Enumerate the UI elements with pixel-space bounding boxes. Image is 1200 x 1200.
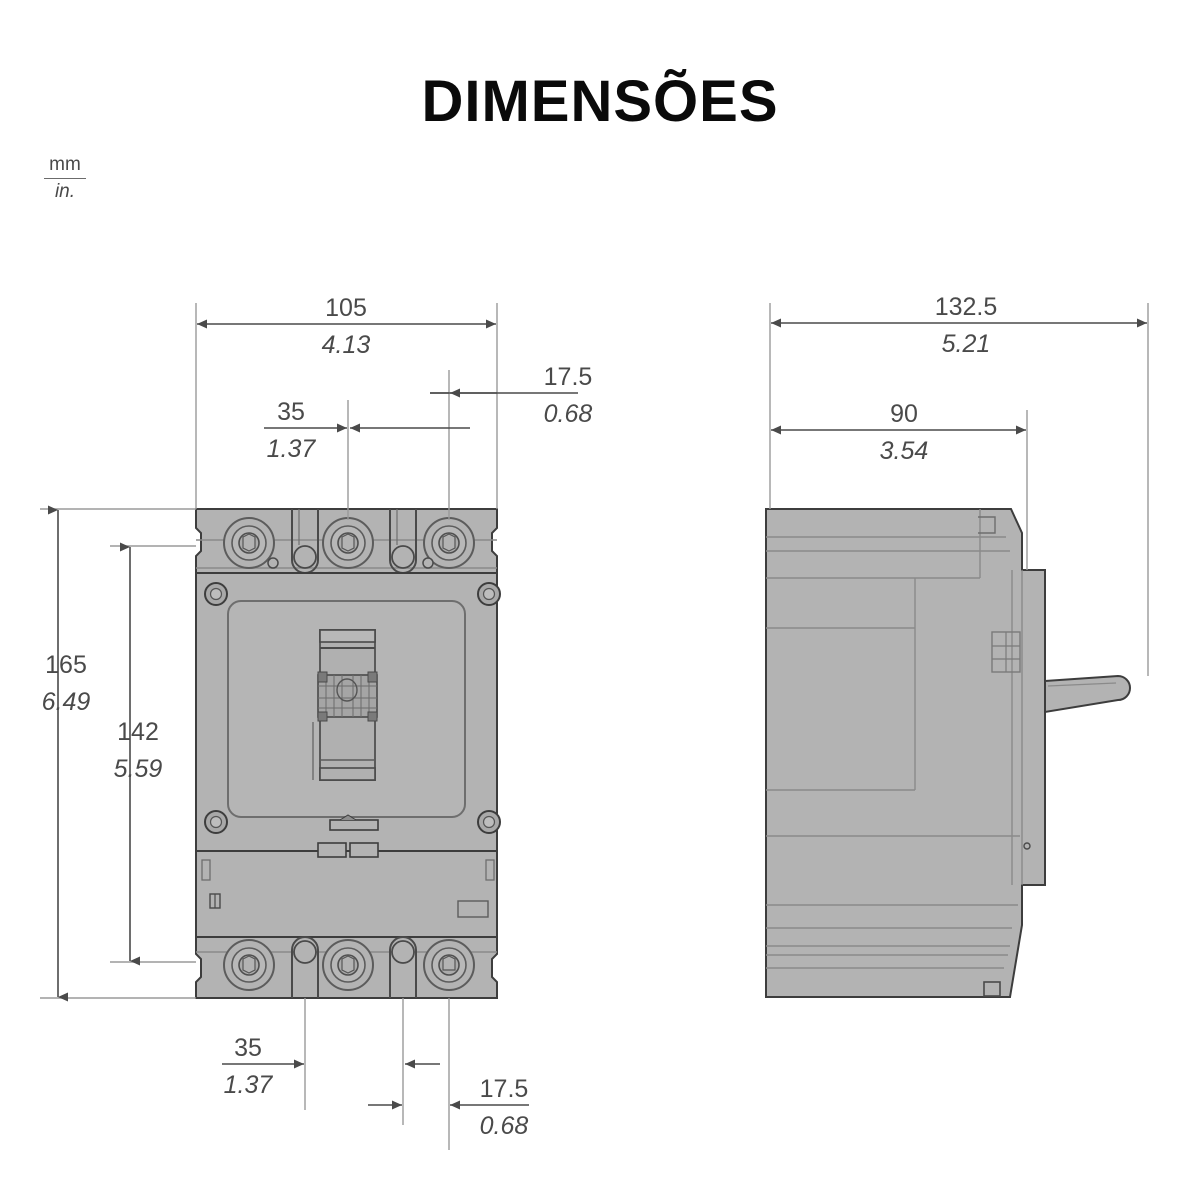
front-lower-band [195,842,498,938]
page-title: DIMENSÕES [421,69,779,134]
terminal-lug-bottom-2 [322,939,374,991]
dim-front-edge-top: 17.5 0.68 [430,363,592,428]
dim-front-pitch-bottom: 35 1.37 [222,1034,440,1099]
dim-front-pitch-bottom-mm: 35 [234,1034,262,1062]
terminal-lug-top-1 [223,517,275,569]
dim-side-depth-case-mm: 90 [890,400,918,428]
side-accessory-window [991,631,1021,673]
front-bottom-barrier-2 [389,936,417,998]
front-view [195,508,501,999]
terminal-lug-top-2 [322,517,374,569]
dim-side-depth-overall-in: 5.21 [942,330,991,358]
dim-side-depth-case-in: 3.54 [880,437,929,465]
dim-front-height-overall: 165 6.49 [42,505,91,1002]
dim-side-depth-overall-mm: 132.5 [935,293,998,321]
dim-front-width-in: 4.13 [322,331,371,359]
unit-legend-in: in. [54,180,76,202]
terminal-lug-top-3 [423,517,475,569]
front-case-screw-bl [204,810,228,834]
dim-front-height-body: 142 5.59 [114,542,163,966]
dim-front-edge-top-mm: 17.5 [544,363,593,391]
front-bottom-terminal-block [195,936,498,999]
front-case-screw-tr [477,582,501,606]
dim-front-pitch-bottom-in: 1.37 [224,1071,274,1099]
front-top-terminal-block [195,508,498,574]
side-view [765,508,1131,998]
dim-front-edge-bottom: 17.5 0.68 [368,1075,529,1140]
terminal-lug-bottom-1 [223,939,275,991]
dim-front-edge-top-in: 0.68 [544,400,593,428]
front-dimension-annotations: 105 4.13 17.5 0.68 35 1.37 [40,294,592,1150]
dim-front-width-mm: 105 [325,294,367,322]
unit-legend: mm in. [30,154,100,203]
terminal-lug-bottom-3 [423,939,475,991]
front-case-screw-tl [204,582,228,606]
dim-side-depth-overall: 132.5 5.21 [771,293,1147,358]
front-bottom-barrier-1 [291,936,319,998]
dim-front-edge-bottom-mm: 17.5 [480,1075,529,1103]
unit-legend-mm: mm [44,154,86,179]
dim-front-height-overall-in: 6.49 [42,688,91,716]
dim-front-edge-bottom-in: 0.68 [480,1112,529,1140]
dim-front-height-body-mm: 142 [117,718,159,746]
dim-side-depth-case: 90 3.54 [771,400,1026,465]
rating-label-plate [329,814,379,831]
side-dimension-annotations: 132.5 5.21 90 3.54 [769,293,1149,676]
dim-front-pitch-top-in: 1.37 [267,435,317,463]
dim-front-pitch-top: 35 1.37 [264,398,470,463]
front-case-screw-br [477,810,501,834]
side-toggle-handle[interactable] [1044,674,1131,714]
dim-front-pitch-top-mm: 35 [277,398,305,426]
dim-front-height-overall-mm: 165 [45,651,87,679]
toggle-handle[interactable] [312,629,378,781]
dim-front-height-body-in: 5.59 [114,755,163,783]
dim-front-width: 105 4.13 [197,294,496,359]
front-main-case [195,572,501,852]
